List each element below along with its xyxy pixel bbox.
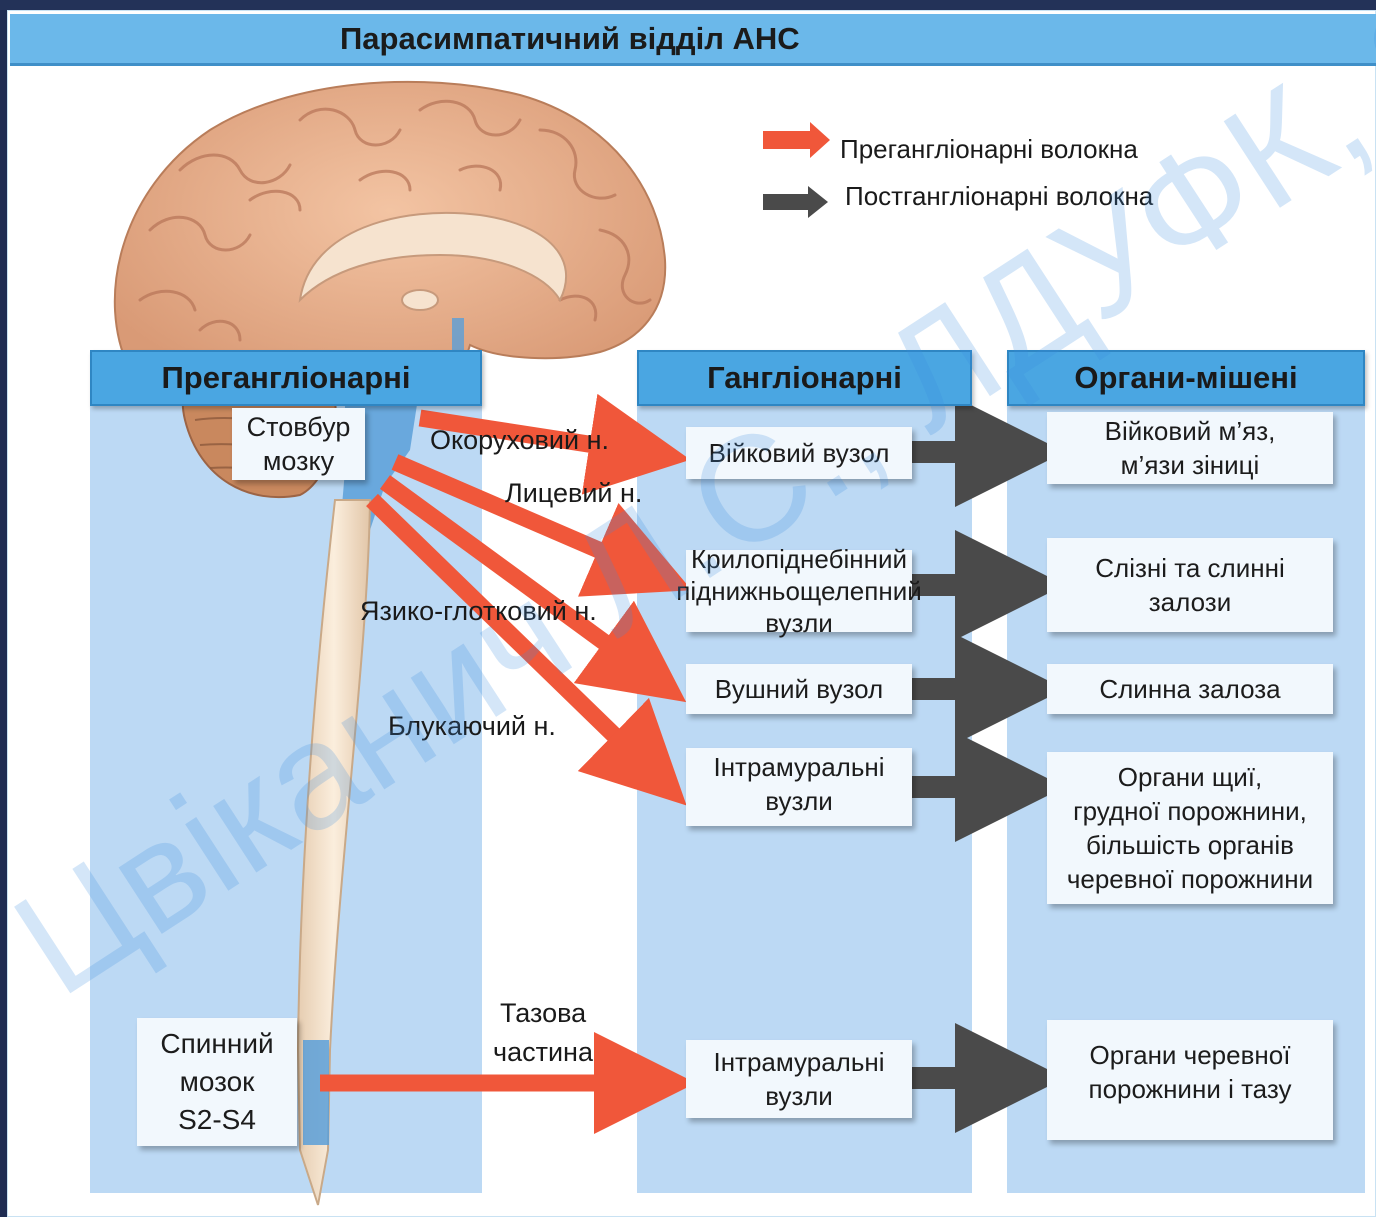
target-glands-line2: залози (1149, 585, 1231, 619)
brainstem-line2: мозку (263, 444, 334, 478)
pterygo-ganglion-box: Крилопіднебінний піднижньощелепний вузли (686, 550, 912, 632)
target-thoracic-box: Органи щиї, грудної порожнини, більшість… (1047, 752, 1333, 904)
pterygo-line2: піднижньощелепний (676, 575, 921, 607)
spinal-line3: S2-S4 (178, 1101, 256, 1139)
brainstem-line1: Стовбур (247, 410, 351, 444)
intramural2-line1: Інтрамуральні (713, 1045, 884, 1079)
ciliary-ganglion-label: Війковий вузол (709, 436, 890, 470)
spinal-line1: Спинний (160, 1025, 273, 1063)
spinal-line2: мозок (180, 1063, 255, 1101)
target-eye-line2: м’язи зіниці (1121, 448, 1260, 482)
vagus-label: Блукаючий н. (388, 711, 556, 742)
target-eye-line1: Війковий м’яз, (1105, 414, 1276, 448)
intramural2-line2: вузли (765, 1079, 833, 1113)
target-thoracic-line1: Органи щиї, (1118, 760, 1263, 794)
legend-postganglionic-label: Постгангліонарні волокна (845, 181, 1153, 212)
intramural1-line2: вузли (765, 784, 833, 818)
header-ganglionic: Гангліонарні (637, 350, 972, 406)
otic-ganglion-box: Вушний вузол (686, 664, 912, 714)
intramural1-line1: Інтрамуральні (713, 750, 884, 784)
target-pelvic-line2: порожнини і тазу (1089, 1072, 1292, 1106)
ciliary-ganglion-box: Війковий вузол (686, 427, 912, 479)
pterygo-line3: вузли (765, 607, 833, 639)
target-pelvic-box: Органи черевної порожнини і тазу (1047, 1020, 1333, 1140)
target-glands-line1: Слізні та слинні (1095, 551, 1285, 585)
brainstem-box: Стовбур мозку (232, 408, 365, 480)
pelvic-label-1: Тазова (500, 998, 586, 1029)
header-targets: Органи-мішені (1007, 350, 1365, 406)
target-thoracic-line4: черевної порожнини (1067, 862, 1313, 896)
target-salivary-box: Слинна залоза (1047, 664, 1333, 714)
pterygo-line1: Крилопіднебінний (691, 543, 907, 575)
target-salivary-label: Слинна залоза (1099, 672, 1280, 706)
pelvic-label-2: частина (493, 1037, 593, 1068)
target-glands-box: Слізні та слинні залози (1047, 538, 1333, 632)
legend-preganglionic-label: Прегангліонарні волокна (840, 134, 1138, 165)
brain-image (115, 82, 665, 530)
sacral-segment (303, 1040, 329, 1145)
legend-preganglionic-arrow (763, 122, 830, 158)
legend-postganglionic-arrow (763, 186, 828, 218)
glossopharyngeal-label: Язико-глотковий н. (360, 596, 597, 627)
target-eye-box: Війковий м’яз, м’язи зіниці (1047, 412, 1333, 484)
target-thoracic-line3: більшість органів (1086, 828, 1294, 862)
target-pelvic-line1: Органи черевної (1090, 1038, 1291, 1072)
otic-ganglion-label: Вушний вузол (715, 672, 883, 706)
intramural-ganglion-box-1: Інтрамуральні вузли (686, 748, 912, 826)
header-preganglionic: Прегангліонарні (90, 350, 482, 406)
oculomotor-label: Окоруховий н. (430, 425, 609, 456)
intramural-ganglion-box-2: Інтрамуральні вузли (686, 1040, 912, 1118)
spinal-box: Спинний мозок S2-S4 (137, 1018, 297, 1146)
target-thoracic-line2: грудної порожнини, (1073, 794, 1307, 828)
facial-label: Лицевий н. (505, 478, 642, 509)
